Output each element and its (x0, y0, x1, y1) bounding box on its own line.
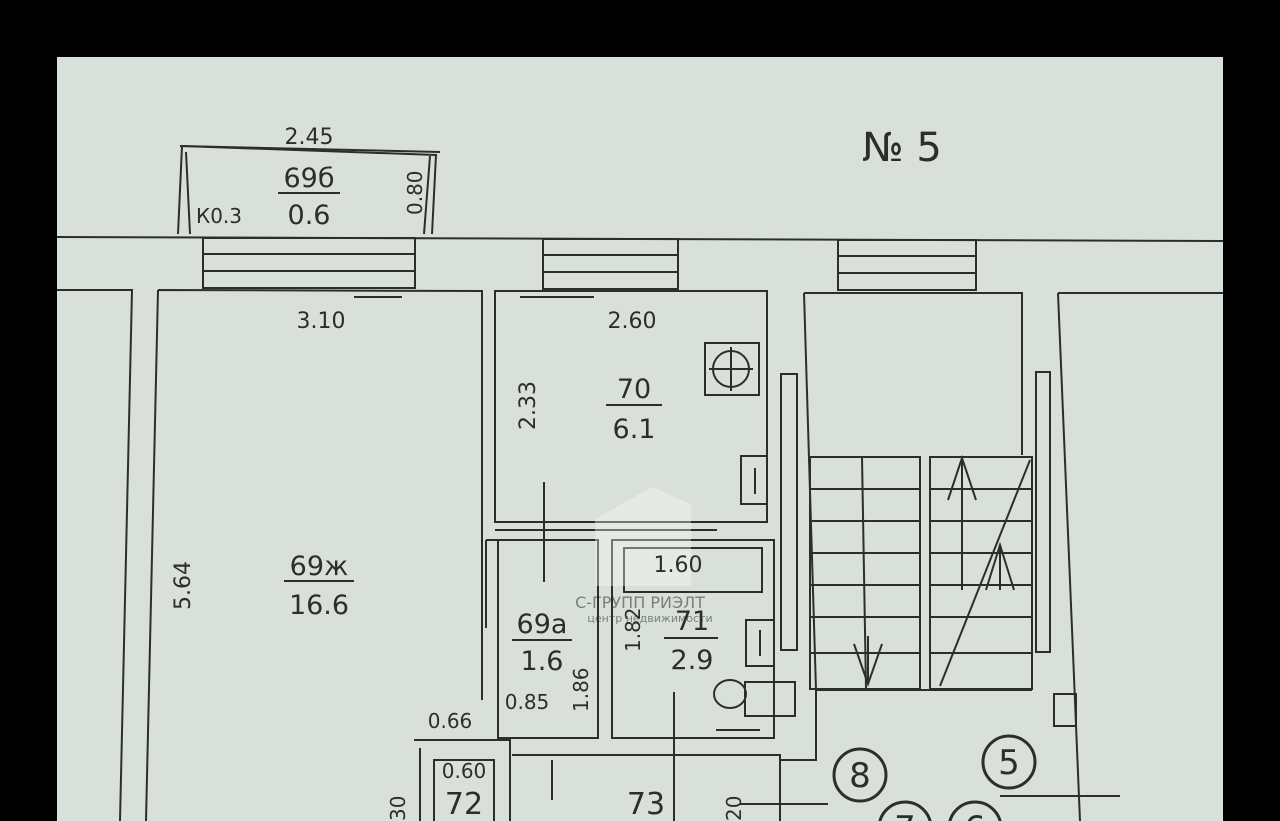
window-1 (202, 237, 416, 289)
room-70-id: 70 (617, 374, 651, 405)
room-72-id: 72 (445, 787, 483, 821)
circle-5 (981, 734, 1037, 790)
room-73-walls (512, 754, 781, 821)
room-71-length: 1.82 (621, 607, 645, 652)
room-71-id: 71 (675, 606, 709, 637)
balcony-area: 0.6 (288, 200, 331, 231)
watermark-line1: С-ГРУПП РИЭЛТ (575, 593, 705, 612)
circle-5-label: 5 (998, 743, 1020, 783)
sink-bath (745, 619, 775, 667)
circle-7 (878, 800, 932, 821)
room-69a-walls (486, 539, 599, 739)
room-71-area: 2.9 (671, 645, 714, 676)
room-70-length: 2.33 (516, 381, 541, 430)
window-2 (542, 238, 679, 290)
balcony-outline (177, 144, 438, 235)
floor-plan: С-ГРУПП РИЭЛТ центр недвижимости № 5 2.4… (57, 125, 1223, 821)
room-69zh-id: 69ж (290, 551, 349, 582)
left-cut-dimension: 30 (386, 796, 410, 821)
circle-7-label: 7 (894, 809, 916, 821)
room-72-width: 0.60 (442, 759, 487, 783)
bathtub (623, 547, 763, 593)
right-room-wall (1057, 292, 1223, 821)
room-69a-width: 0.85 (505, 690, 550, 714)
room-69a-id: 69а (517, 609, 568, 640)
room-70-width: 2.60 (608, 309, 657, 334)
room-70-walls (494, 290, 768, 523)
sink-kitchen (740, 455, 768, 505)
balcony-dimension-line (179, 145, 441, 153)
balcony-id: 69б (283, 163, 334, 194)
room-70-area: 6.1 (613, 414, 656, 445)
balcony-ko: К0.3 (196, 204, 242, 228)
circle-8 (832, 747, 888, 803)
watermark-logo (595, 486, 691, 586)
room-72-walls (414, 739, 511, 821)
room-71-width: 1.60 (654, 553, 703, 578)
window-3 (837, 239, 977, 291)
duct-shaft (780, 373, 798, 651)
room-72-box (433, 759, 495, 821)
room-69zh-width: 3.10 (297, 309, 346, 334)
circle-8-label: 8 (849, 756, 871, 796)
balcony-width: 2.45 (285, 125, 334, 150)
sheet-number: № 5 (862, 125, 942, 171)
room-69zh-walls (145, 289, 483, 821)
stair-rail (1035, 371, 1051, 653)
circle-6 (948, 800, 1002, 821)
left-room-wall (57, 289, 134, 821)
circle-6-label: 6 (964, 809, 986, 821)
room-69zh-area: 16.6 (289, 590, 349, 621)
balcony-depth: 0.80 (403, 170, 427, 215)
room-71-walls (611, 539, 775, 739)
room-69a-area: 1.6 (521, 646, 564, 677)
room-69zh-length: 5.64 (171, 561, 196, 610)
right-cut-dimension: 20 (722, 796, 746, 821)
room-69a-length: 1.86 (569, 667, 593, 712)
stair-hall-walls (803, 292, 1023, 691)
door-gap: 0.66 (428, 709, 473, 733)
stove (704, 342, 760, 396)
balcony-rail (185, 151, 431, 235)
staircase (809, 454, 1033, 690)
floor-plan-sheet: С-ГРУПП РИЭЛТ центр недвижимости № 5 2.4… (57, 57, 1223, 821)
watermark-line2: центр недвижимости (587, 612, 712, 625)
room-73-id: 73 (627, 787, 665, 821)
toilet (713, 679, 747, 709)
